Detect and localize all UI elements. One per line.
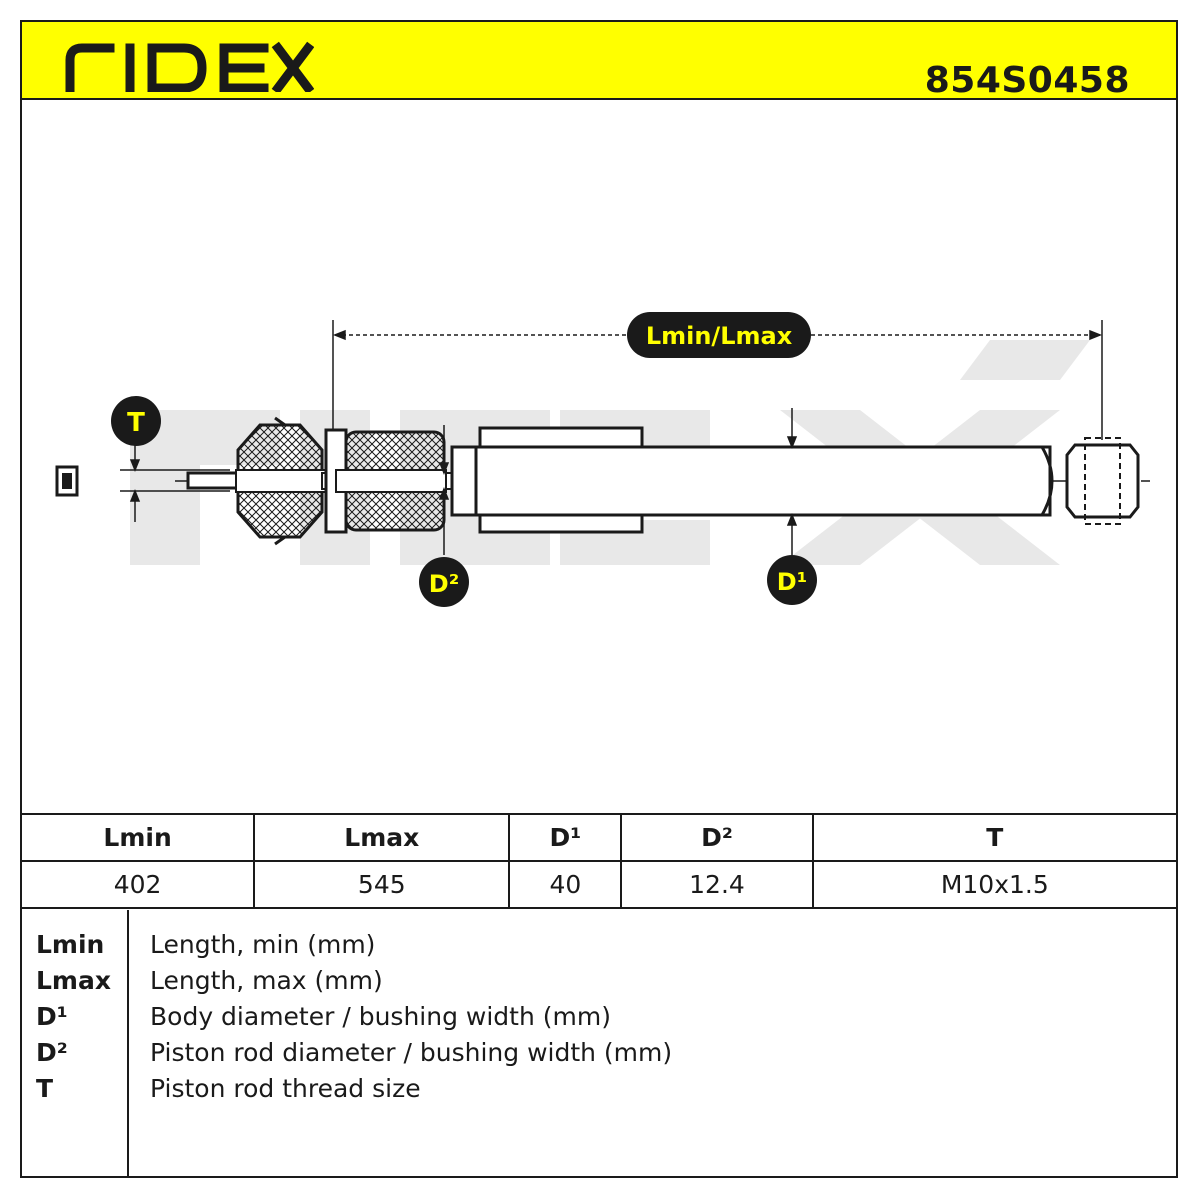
shock-absorber-drawing: T Lmin/Lmax: [55, 312, 1150, 607]
legend-desc: Piston rod thread size: [150, 1074, 421, 1103]
thread-dimension: [120, 440, 230, 522]
legend-item: T Piston rod thread size: [22, 1074, 1172, 1110]
legend-item: Lmin Length, min (mm): [22, 930, 1172, 966]
seal-cap: [450, 445, 478, 517]
spec-value-lmin: 402: [19, 860, 256, 909]
top-mount: [235, 416, 329, 546]
legend-item: D² Piston rod diameter / bushing width (…: [22, 1038, 1172, 1074]
legend-desc: Piston rod diameter / bushing width (mm): [150, 1038, 673, 1067]
spec-header-lmin: Lmin: [19, 813, 256, 862]
spec-header-d2: D²: [620, 813, 814, 862]
thread-label-badge: T: [111, 396, 161, 446]
length-dimension: [332, 320, 1103, 440]
rod-thread: [186, 471, 240, 490]
spec-header-lmax: Lmax: [253, 813, 511, 862]
bottom-eye-mount: [1065, 437, 1140, 525]
spec-header-row: Lmin Lmax D¹ D² T: [19, 813, 1179, 862]
legend-desc: Length, max (mm): [150, 966, 383, 995]
d2-label-badge: D²: [419, 557, 469, 607]
svg-text:Lmin/Lmax: Lmin/Lmax: [646, 322, 793, 350]
shock-body: [474, 445, 1052, 517]
legend-item: Lmax Length, max (mm): [22, 966, 1172, 1002]
d2-dimension: [438, 425, 450, 555]
legend-desc: Length, min (mm): [150, 930, 376, 959]
spec-header-t: T: [811, 813, 1179, 862]
length-label-badge: Lmin/Lmax: [627, 312, 811, 358]
ridex-logo: [65, 41, 314, 92]
spec-value-d1: 40: [508, 860, 623, 909]
thread-nut-icon: [55, 465, 79, 497]
legend-key: Lmax: [36, 966, 111, 995]
legend: Lmin Length, min (mm) Lmax Length, max (…: [20, 910, 1178, 1178]
spec-value-lmax: 545: [253, 860, 511, 909]
header-bar: 854S0458: [20, 20, 1178, 101]
legend-item: D¹ Body diameter / bushing width (mm): [22, 1002, 1172, 1038]
legend-key: T: [36, 1074, 54, 1103]
svg-text:T: T: [127, 408, 145, 438]
d1-dimension: [786, 408, 798, 555]
spec-header-d1: D¹: [508, 813, 623, 862]
svg-text:D¹: D¹: [777, 568, 807, 596]
d1-label-badge: D¹: [767, 555, 817, 605]
legend-key: D¹: [36, 1002, 68, 1031]
spec-value-t: M10x1.5: [811, 860, 1179, 909]
legend-key: D²: [36, 1038, 68, 1067]
dust-cover: [324, 428, 447, 534]
legend-divider: [127, 910, 129, 1176]
legend-desc: Body diameter / bushing width (mm): [150, 1002, 611, 1031]
spec-value-row: 402 545 40 12.4 M10x1.5: [19, 860, 1179, 909]
part-number: 854S0458: [924, 60, 1130, 101]
svg-text:D²: D²: [429, 570, 459, 598]
spec-value-d2: 12.4: [620, 860, 814, 909]
spec-table: Lmin Lmax D¹ D² T 402 545 40 12.4 M10x1.…: [19, 813, 1179, 909]
legend-key: Lmin: [36, 930, 105, 959]
